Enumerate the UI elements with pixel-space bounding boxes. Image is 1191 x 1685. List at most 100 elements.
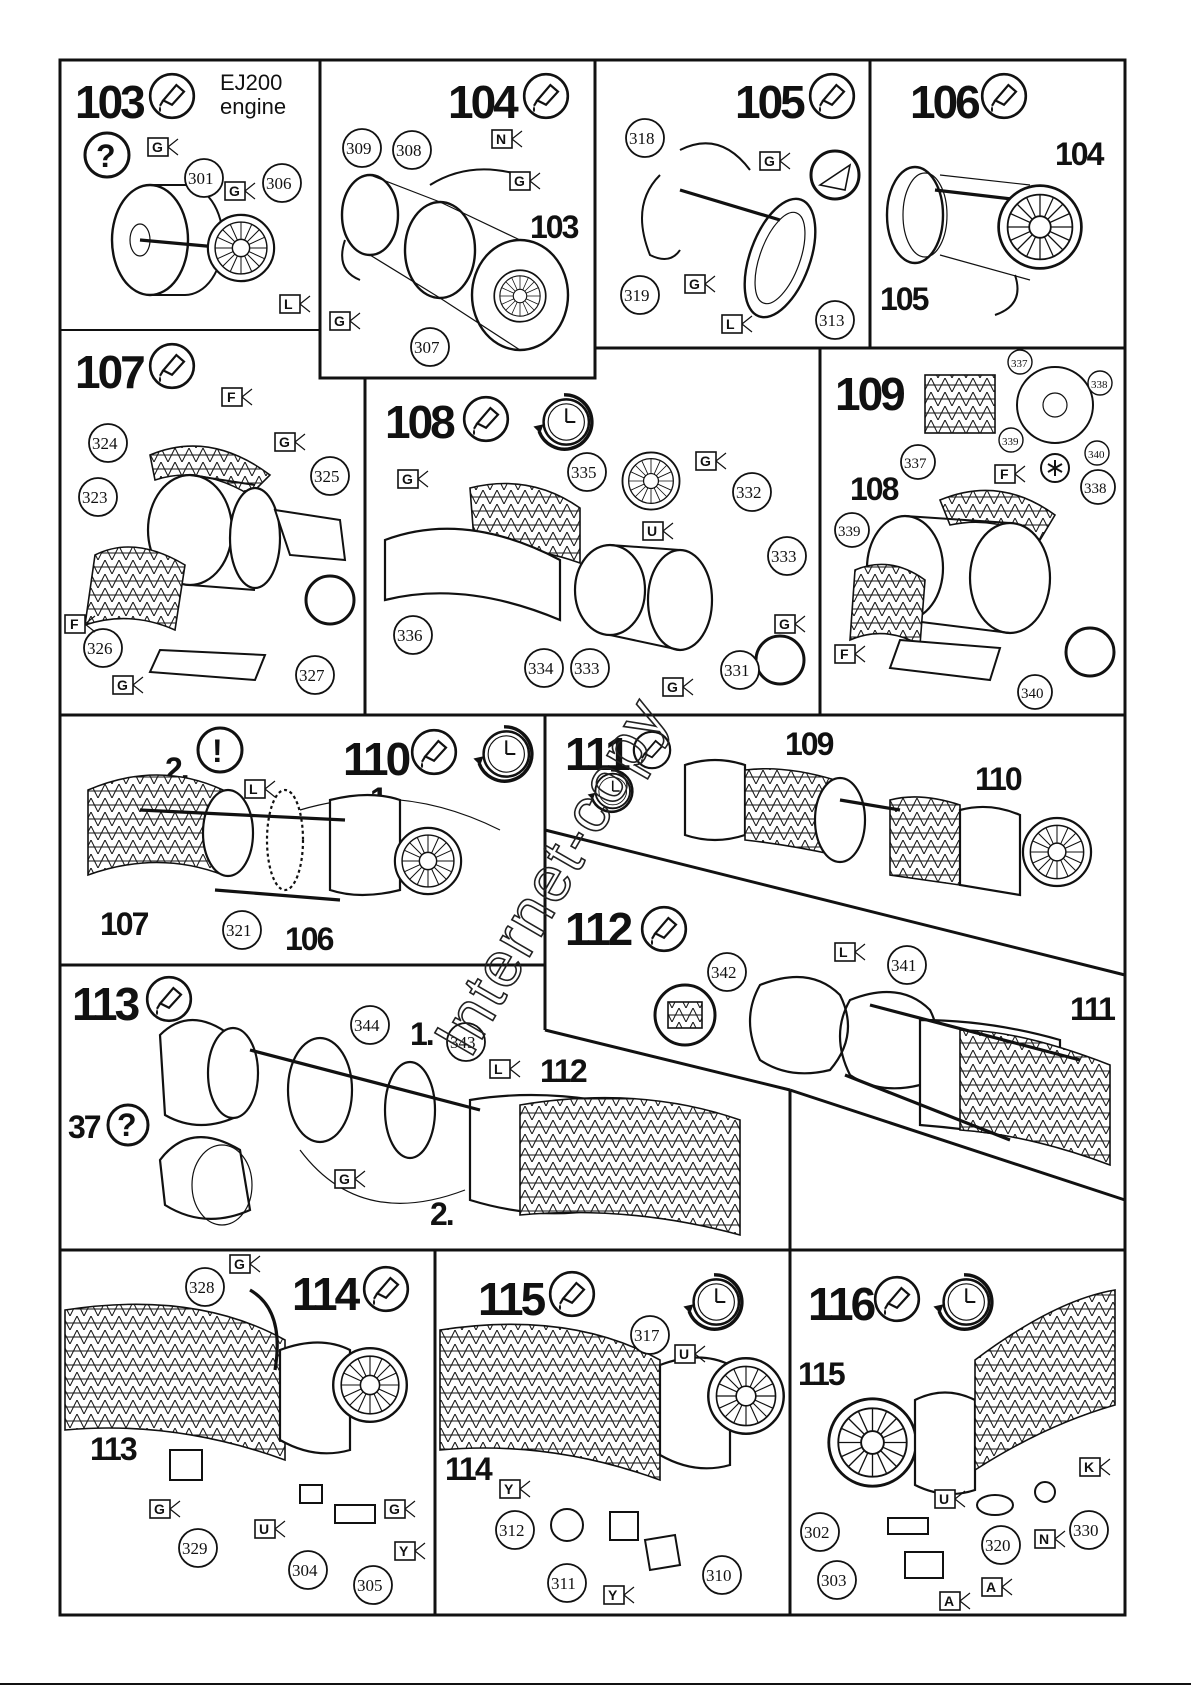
svg-text:A: A	[986, 1579, 996, 1595]
svg-text:G: G	[389, 1501, 400, 1517]
glue-tube-icon	[410, 728, 458, 776]
part-label: 327	[299, 666, 325, 685]
svg-text:L: L	[726, 316, 735, 332]
step-number: 105	[735, 76, 805, 128]
step-105: 105 318 319 313 G G L	[620, 72, 861, 340]
flag-g: G	[384, 1499, 416, 1519]
ref-label: 114	[445, 1451, 493, 1487]
question-circle-icon: ?	[106, 1103, 150, 1147]
flag-g: G	[509, 171, 541, 191]
svg-text:U: U	[259, 1521, 269, 1537]
flag-g: G	[684, 274, 716, 294]
flag-f: F	[221, 387, 253, 407]
flag-u: U	[934, 1489, 966, 1509]
part-label: 336	[397, 626, 423, 645]
ref-label: 105	[880, 281, 929, 317]
step-114: 114 113 328 329 304 305 G G U G Y	[64, 1254, 426, 1605]
flag-g: G	[759, 151, 791, 171]
step-number: 111	[565, 728, 630, 780]
step-number: 103	[75, 76, 144, 128]
flag-g: G	[274, 432, 306, 452]
flag-f: F	[994, 464, 1026, 484]
step-title-line2: engine	[220, 94, 286, 119]
part-label: 328	[189, 1278, 215, 1297]
part-label: 339	[1002, 436, 1019, 448]
svg-text:F: F	[1000, 466, 1009, 482]
flag-l: L	[721, 314, 753, 334]
svg-text:U: U	[647, 523, 657, 539]
step-113: 113 37 ? 1. 2. 344 343 112 L G	[68, 975, 741, 1237]
flag-y: Y	[603, 1585, 635, 1605]
part-label: 342	[711, 963, 737, 982]
svg-text:G: G	[700, 453, 711, 469]
flag-g: G	[149, 1499, 181, 1519]
flag-n: N	[491, 129, 523, 149]
glue-tube-icon	[148, 72, 196, 120]
part-label: 331	[724, 661, 750, 680]
glue-tube-icon	[522, 72, 570, 120]
part-label: 304	[292, 1561, 318, 1580]
sequence-label: 1.	[410, 1016, 433, 1052]
svg-text:L: L	[839, 944, 848, 960]
glue-tube-icon	[148, 342, 196, 390]
glue-tube-icon	[640, 905, 688, 953]
svg-text:G: G	[402, 471, 413, 487]
part-label: 339	[838, 524, 861, 540]
part-label: 338	[1084, 481, 1107, 497]
ref-label: 107	[100, 906, 149, 942]
svg-text:L: L	[494, 1061, 503, 1077]
flag-u: U	[674, 1344, 706, 1364]
part-label: 311	[551, 1574, 576, 1593]
ref-label: 111	[1070, 991, 1115, 1027]
glue-tube-icon	[145, 975, 193, 1023]
flag-f: F	[64, 614, 96, 634]
ref-label: 112	[540, 1053, 587, 1089]
part-label: 305	[357, 1576, 383, 1595]
ref-label: 110	[975, 761, 1022, 797]
svg-text:F: F	[227, 389, 236, 405]
step-number: 113	[72, 978, 139, 1030]
svg-text:?: ?	[117, 1107, 135, 1143]
step-115: 115 114 317 312 311 310 U Y Y	[439, 1270, 785, 1605]
part-label: 318	[629, 129, 655, 148]
svg-text:G: G	[514, 173, 525, 189]
part-label: 338	[1091, 379, 1108, 391]
flag-l: L	[279, 294, 311, 314]
ref-label: 109	[785, 726, 834, 762]
step-number: 107	[75, 346, 144, 398]
flag-u: U	[642, 521, 674, 541]
glue-tube-icon	[808, 72, 856, 120]
step-109: 109 337 338 339 340 108 337 338 339 340 …	[834, 349, 1116, 710]
svg-text:N: N	[1039, 1531, 1049, 1547]
step-110: 110 ! 2. 1. 107 106 321 L	[87, 725, 534, 957]
svg-text:G: G	[279, 434, 290, 450]
flag-g: G	[329, 311, 361, 331]
flag-k: K	[1079, 1457, 1111, 1477]
sequence-label: 2.	[430, 1196, 453, 1232]
svg-text:F: F	[70, 616, 79, 632]
ref-label: 113	[90, 1431, 137, 1467]
flag-a: A	[981, 1577, 1013, 1597]
part-label: 337	[1011, 358, 1028, 370]
part-label: 324	[92, 434, 118, 453]
part-label: 312	[499, 1521, 525, 1540]
svg-text:L: L	[284, 296, 293, 312]
svg-text:G: G	[154, 1501, 165, 1517]
svg-text:N: N	[496, 131, 506, 147]
part-label: 306	[266, 174, 292, 193]
flag-g: G	[224, 181, 256, 201]
part-label: 340	[1088, 449, 1105, 461]
part-label: 343	[450, 1033, 476, 1052]
svg-text:F: F	[840, 646, 849, 662]
part-label: 332	[736, 483, 762, 502]
part-label: 308	[396, 141, 422, 160]
drying-clock-icon	[681, 1273, 744, 1331]
step-112: 112 342 341 111 L	[565, 903, 1117, 1167]
flag-l: L	[489, 1059, 521, 1079]
ref-label: 106	[285, 921, 334, 957]
step-107: 107 324 323 325 326 327 F G F G	[64, 342, 356, 695]
step-number: 112	[565, 903, 632, 955]
part-label: 333	[574, 659, 600, 678]
ref-label: 108	[850, 471, 899, 507]
flag-a: A	[939, 1591, 971, 1611]
